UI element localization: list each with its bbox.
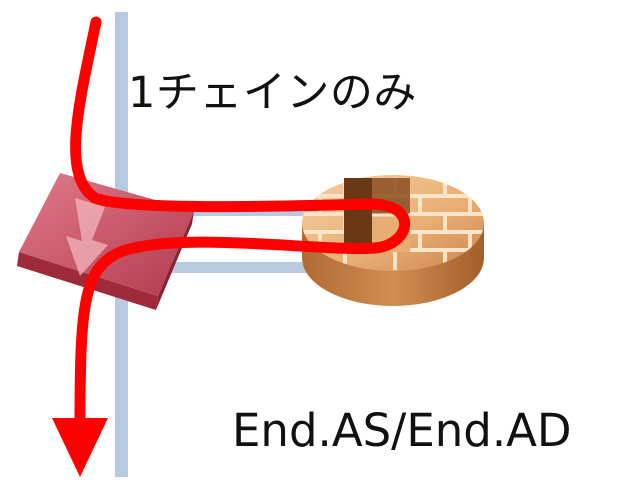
single-chain-label: 1チェインのみ (128, 68, 417, 118)
behavior-label: End.AS/End.AD (232, 404, 572, 457)
traffic-flow-arrow (52, 16, 411, 477)
